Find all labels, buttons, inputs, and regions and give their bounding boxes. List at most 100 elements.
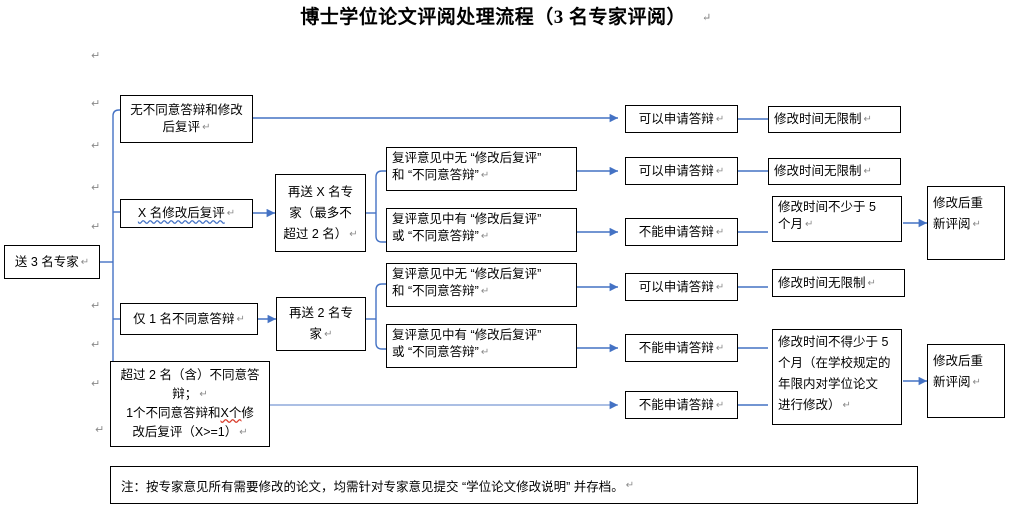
node-pilcrow: ↵ bbox=[239, 427, 248, 438]
node-review-x-none-line2: 和 “不同意答辩” bbox=[392, 168, 479, 182]
node-start-label: 送 3 名专家 bbox=[14, 254, 79, 269]
node-time-5-line2: 个月（在学校规定的 bbox=[778, 356, 891, 370]
margin-pilcrow: ↵ bbox=[91, 338, 101, 351]
node-outcome-4[interactable]: 可以申请答辩↵ bbox=[625, 273, 738, 301]
node-rereview-1[interactable]: 修改后重 新评阅↵ bbox=[927, 186, 1005, 260]
node-review-2-none-line2: 和 “不同意答辩” bbox=[392, 284, 479, 298]
node-review-2-some-line1: 复评意见中有 “修改后复评” bbox=[392, 328, 542, 342]
node-two-or-more-line1: 超过 2 名（含）不同意答 bbox=[120, 368, 260, 382]
node-pilcrow: ↵ bbox=[226, 208, 236, 219]
node-rereview-1-line1: 修改后重 bbox=[933, 196, 984, 210]
node-outcome-5-label: 不能申请答辩 bbox=[638, 340, 714, 355]
node-pilcrow: ↵ bbox=[715, 281, 725, 293]
node-start[interactable]: 送 3 名专家↵ bbox=[4, 245, 100, 279]
node-review-2-some[interactable]: 复评意见中有 “修改后复评” 或 “不同意答辩”↵ bbox=[386, 324, 577, 368]
node-time-5-line3: 年限内对学位论文 bbox=[778, 377, 879, 391]
node-outcome-2-label: 可以申请答辩 bbox=[638, 163, 714, 178]
node-outcome-6[interactable]: 不能申请答辩↵ bbox=[625, 391, 738, 419]
node-time-4-line1: 修改时间无限制 bbox=[778, 275, 866, 290]
node-time-1[interactable]: 修改时间无限制↵ bbox=[768, 106, 901, 133]
node-outcome-2[interactable]: 可以申请答辩↵ bbox=[625, 157, 738, 185]
node-no-objection-line2: 后复评 bbox=[162, 120, 201, 134]
margin-pilcrow: ↵ bbox=[91, 377, 101, 390]
page-title-text: 博士学位论文评阅处理流程（3 名专家评阅） bbox=[300, 7, 687, 28]
node-pilcrow: ↵ bbox=[867, 277, 876, 289]
node-no-objection[interactable]: 无不同意答辩和修改 后复评↵ bbox=[120, 95, 253, 143]
node-pilcrow: ↵ bbox=[349, 228, 358, 240]
wire-resend2-to-rev4 bbox=[375, 319, 386, 350]
node-outcome-3[interactable]: 不能申请答辩↵ bbox=[625, 218, 738, 246]
node-pilcrow: ↵ bbox=[199, 389, 208, 400]
node-pilcrow: ↵ bbox=[715, 399, 725, 411]
node-review-x-none-line1: 复评意见中无 “修改后复评” bbox=[392, 151, 542, 165]
margin-pilcrow: ↵ bbox=[95, 423, 105, 436]
node-pilcrow: ↵ bbox=[972, 377, 981, 388]
node-no-objection-line1: 无不同意答辩和修改 bbox=[130, 103, 243, 117]
node-outcome-5[interactable]: 不能申请答辩↵ bbox=[625, 334, 738, 362]
node-rereview-2-line1: 修改后重 bbox=[933, 354, 984, 368]
node-review-2-some-line2: 或 “不同意答辩” bbox=[392, 345, 479, 359]
node-pilcrow: ↵ bbox=[715, 113, 725, 125]
node-outcome-1[interactable]: 可以申请答辩↵ bbox=[625, 105, 738, 133]
node-pilcrow: ↵ bbox=[324, 329, 333, 340]
title-pilcrow: ↵ bbox=[702, 12, 712, 24]
node-two-or-more-line4: 改后复评（X>=1） bbox=[132, 425, 238, 439]
node-outcome-4-label: 可以申请答辩 bbox=[638, 279, 714, 294]
node-rereview-1-line2: 新评阅 bbox=[933, 217, 971, 231]
node-rereview-2[interactable]: 修改后重 新评阅↵ bbox=[927, 344, 1005, 418]
footer-note: 注：按专家意见所有需要修改的论文，均需针对专家意见提交 “学位论文修改说明” 并… bbox=[110, 466, 918, 504]
wire-resend2-to-rev3 bbox=[375, 283, 386, 319]
node-review-x-some[interactable]: 复评意见中有 “修改后复评” 或 “不同意答辩”↵ bbox=[386, 208, 577, 252]
node-review-2-none-line1: 复评意见中无 “修改后复评” bbox=[392, 267, 542, 281]
node-rereview-2-line2: 新评阅 bbox=[933, 375, 971, 389]
wire-resendx-to-rev2 bbox=[375, 213, 386, 243]
node-outcome-3-label: 不能申请答辩 bbox=[638, 224, 714, 239]
node-pilcrow: ↵ bbox=[480, 286, 490, 297]
margin-pilcrow: ↵ bbox=[91, 97, 101, 110]
node-pilcrow: ↵ bbox=[480, 231, 490, 242]
node-time-3-line2: 个月 bbox=[778, 217, 804, 231]
node-one-objection-label: 仅 1 名不同意答辩 bbox=[133, 311, 235, 326]
node-x-revise-label: X 名修改后复评 bbox=[137, 206, 225, 220]
node-time-5-line1: 修改时间不得少于 5 bbox=[778, 335, 889, 349]
node-two-or-more-line3b: X个 bbox=[220, 406, 242, 420]
margin-pilcrow: ↵ bbox=[91, 299, 101, 312]
margin-pilcrow: ↵ bbox=[91, 220, 101, 233]
node-pilcrow: ↵ bbox=[715, 165, 725, 177]
node-two-or-more-line2: 辩； bbox=[172, 387, 198, 401]
node-review-2-none[interactable]: 复评意见中无 “修改后复评” 和 “不同意答辩”↵ bbox=[386, 263, 577, 307]
margin-pilcrow: ↵ bbox=[91, 49, 101, 62]
node-resend-x-line3: 超过 2 名） bbox=[283, 226, 348, 241]
wire-resendx-to-rev1 bbox=[375, 170, 386, 213]
node-review-x-some-line2: 或 “不同意答辩” bbox=[392, 229, 479, 243]
node-time-3[interactable]: 修改时间不少于 5 个月↵ bbox=[772, 196, 902, 242]
node-x-revise[interactable]: X 名修改后复评↵ bbox=[120, 199, 253, 228]
node-pilcrow: ↵ bbox=[480, 170, 490, 181]
node-time-2[interactable]: 修改时间无限制↵ bbox=[768, 158, 901, 185]
node-pilcrow: ↵ bbox=[625, 479, 635, 491]
node-review-x-some-line1: 复评意见中有 “修改后复评” bbox=[392, 212, 542, 226]
node-time-4[interactable]: 修改时间无限制↵ bbox=[772, 269, 905, 297]
margin-pilcrow: ↵ bbox=[91, 139, 101, 152]
node-time-5-line4: 进行修改） bbox=[778, 398, 841, 412]
node-outcome-6-label: 不能申请答辩 bbox=[638, 397, 714, 412]
node-resend-2-line1: 再送 2 名专 bbox=[289, 306, 353, 320]
node-two-or-more-line3a: 1个不同意答辩和 bbox=[126, 406, 221, 420]
node-pilcrow: ↵ bbox=[202, 122, 211, 133]
node-time-2-line1: 修改时间无限制 bbox=[774, 164, 862, 178]
node-time-5[interactable]: 修改时间不得少于 5 个月（在学校规定的 年限内对学位论文 进行修改）↵ bbox=[772, 329, 902, 425]
node-outcome-1-label: 可以申请答辩 bbox=[638, 111, 714, 126]
node-time-3-line1: 修改时间不少于 5 bbox=[778, 200, 876, 214]
node-one-objection[interactable]: 仅 1 名不同意答辩↵ bbox=[120, 303, 258, 335]
node-pilcrow: ↵ bbox=[480, 347, 490, 358]
node-resend-2-line2: 家 bbox=[309, 327, 323, 341]
node-pilcrow: ↵ bbox=[236, 313, 245, 325]
node-pilcrow: ↵ bbox=[80, 256, 90, 268]
node-resend-x[interactable]: 再送 X 名专 家（最多不 超过 2 名）↵ bbox=[275, 174, 366, 252]
node-review-x-none[interactable]: 复评意见中无 “修改后复评” 和 “不同意答辩”↵ bbox=[386, 147, 577, 191]
node-resend-2[interactable]: 再送 2 名专 家↵ bbox=[276, 297, 366, 351]
node-pilcrow: ↵ bbox=[715, 342, 725, 354]
node-two-or-more[interactable]: 超过 2 名（含）不同意答 辩；↵ 1个不同意答辩和X个修 改后复评（X>=1）… bbox=[110, 361, 270, 447]
node-pilcrow: ↵ bbox=[863, 166, 872, 177]
